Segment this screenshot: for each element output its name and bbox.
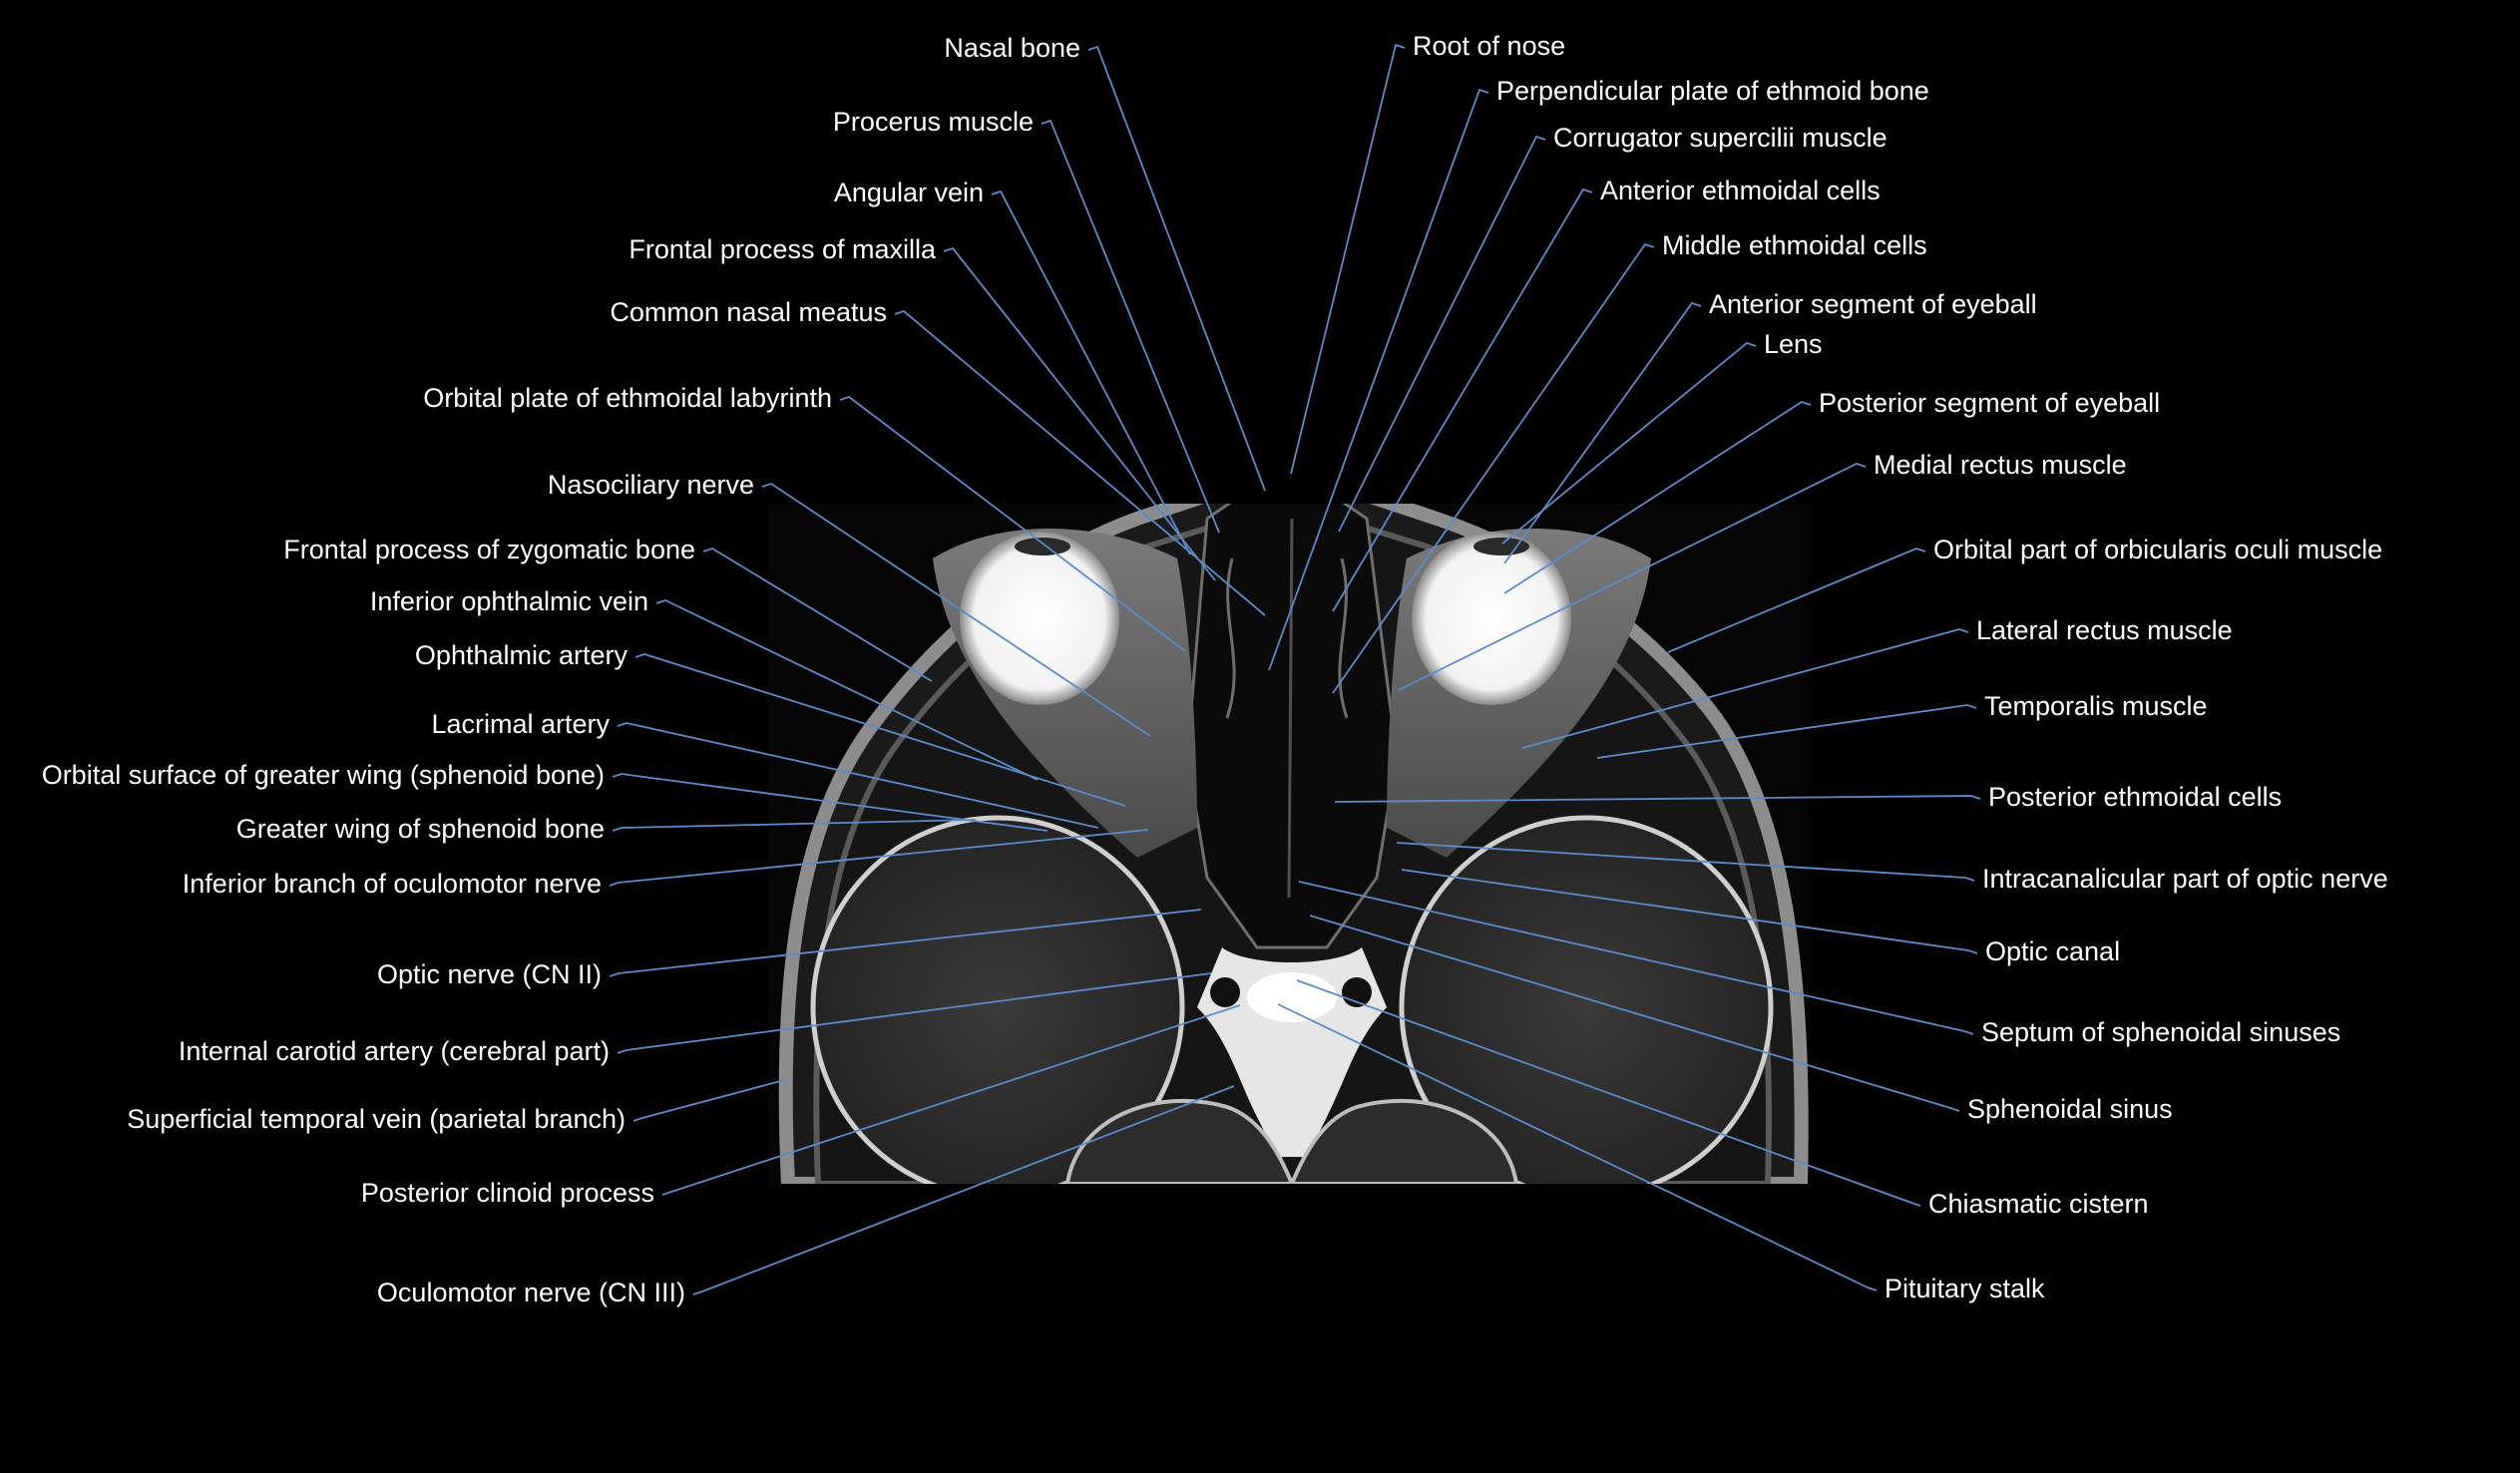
leader-line [991,189,1191,555]
label-medial-rectus-muscle: Medial rectus muscle [1874,450,2127,480]
label-posterior-clinoid-process: Posterior clinoid process [360,1178,654,1208]
label-superficial-temporal-vein-parietal-branch: Superficial temporal vein (parietal bran… [127,1104,626,1134]
label-orbital-plate-of-ethmoidal-labyrinth: Orbital plate of ethmoidal labyrinth [423,383,832,413]
leader-line [1087,45,1266,492]
leader-line [612,773,1049,832]
leader-line [609,909,1202,977]
label-anterior-ethmoidal-cells: Anterior ethmoidal cells [1600,176,1881,205]
left-eyeball [1412,532,1571,705]
leader-line [1503,301,1702,564]
label-orbital-part-of-orbicularis-oculi-muscle: Orbital part of orbicularis oculi muscle [1933,535,2383,564]
label-root-of-nose: Root of nose [1413,31,1566,61]
leader-line [1268,88,1489,671]
leader-line [632,1078,789,1122]
leader-line [1041,119,1220,534]
leader-line [612,819,977,832]
right-eyeball [960,532,1119,705]
leader-line [1332,187,1593,612]
label-intracanalicular-part-of-optic-nerve: Intracanalicular part of optic nerve [1982,864,2388,894]
leader-line [1667,548,1926,653]
label-internal-carotid-artery-cerebral-part: Internal carotid artery (cerebral part) [178,1036,610,1066]
leader-lines [609,43,1981,1295]
leader-line [1501,341,1757,545]
mri-slice [768,504,1809,1184]
label-septum-of-sphenoidal-sinuses: Septum of sphenoidal sinuses [1981,1017,2341,1047]
label-optic-nerve-cn-ii: Optic nerve (CN II) [376,959,602,989]
leader-line [661,1004,1241,1196]
label-lateral-rectus-muscle: Lateral rectus muscle [1976,615,2233,645]
leader-line [655,599,1039,781]
label-corrugator-supercilii-muscle: Corrugator supercilii muscle [1553,123,1888,153]
leader-line [894,309,1266,616]
label-chiasmatic-cistern: Chiasmatic cistern [1928,1189,2149,1219]
leader-line [1596,704,1977,759]
label-lacrimal-artery: Lacrimal artery [431,709,610,739]
label-ophthalmic-artery: Ophthalmic artery [414,640,628,670]
leader-line [1290,43,1406,475]
label-nasociliary-nerve: Nasociliary nerve [547,470,754,500]
leader-line [634,653,1126,807]
label-angular-vein: Angular vein [833,178,984,207]
leader-line [1334,795,1981,803]
label-posterior-segment-of-eyeball: Posterior segment of eyeball [1819,388,2161,418]
leader-line [1309,915,1960,1112]
leader-line [702,548,933,682]
label-lens: Lens [1764,329,1823,359]
label-middle-ethmoidal-cells: Middle ethmoidal cells [1662,230,1927,260]
label-common-nasal-meatus: Common nasal meatus [610,297,887,327]
leader-line [617,722,1099,829]
leader-line [692,1085,1235,1295]
leader-line [1503,401,1812,594]
label-anterior-segment-of-eyeball: Anterior segment of eyeball [1709,289,2037,319]
label-perpendicular-plate-of-ethmoid-bone: Perpendicular plate of ethmoid bone [1496,76,1929,106]
leader-line [609,829,1149,887]
leader-line [1398,463,1867,691]
label-frontal-process-of-zygomatic-bone: Frontal process of zygomatic bone [283,535,695,564]
label-pituitary-stalk: Pituitary stalk [1885,1274,2045,1303]
label-inferior-ophthalmic-vein: Inferior ophthalmic vein [369,586,648,616]
label-nasal-bone: Nasal bone [944,33,1080,63]
leader-line [1401,869,1978,954]
label-inferior-branch-of-oculomotor-nerve: Inferior branch of oculomotor nerve [182,869,602,899]
leader-line [761,483,1151,737]
leader-line [1332,242,1655,694]
label-oculomotor-nerve-cn-iii: Oculomotor nerve (CN III) [376,1278,685,1307]
label-orbital-surface-of-greater-wing-sphenoid-bone: Orbital surface of greater wing (sphenoi… [41,760,605,790]
label-temporalis-muscle: Temporalis muscle [1984,691,2208,721]
leader-line [617,972,1212,1054]
label-sphenoidal-sinus: Sphenoidal sinus [1967,1094,2173,1124]
label-posterior-ethmoidal-cells: Posterior ethmoidal cells [1988,782,2283,812]
leader-line [1521,628,1969,749]
leader-line [1296,979,1921,1207]
label-procerus-muscle: Procerus muscle [832,107,1034,137]
leader-line [1338,135,1546,533]
leader-line [1298,881,1974,1035]
leader-line [1396,842,1975,882]
leader-line [839,395,1186,652]
leader-line [1277,1003,1878,1291]
label-greater-wing-of-sphenoid-bone: Greater wing of sphenoid bone [235,814,605,844]
label-frontal-process-of-maxilla: Frontal process of maxilla [629,234,936,264]
leader-line [943,246,1216,581]
label-optic-canal: Optic canal [1985,936,2121,966]
